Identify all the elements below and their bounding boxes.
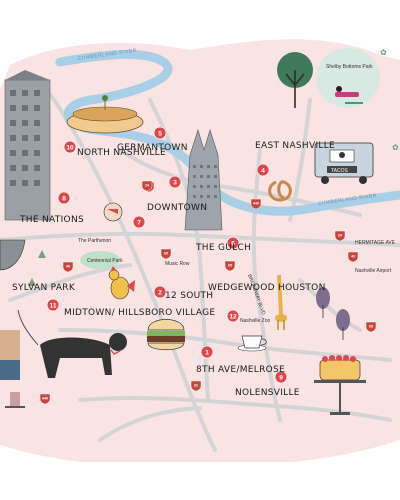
pretzel-illustration [268,180,292,202]
pin-number: 7 [137,219,141,226]
neighborhood-pin-12[interactable]: 12 [226,309,240,323]
shield-number: 40 [66,265,70,269]
neighborhood-pin-5[interactable]: 5 [153,126,167,140]
shield-number: 24 [145,184,149,188]
pin-number: 12 [229,313,237,320]
neighborhood-pin-7[interactable]: 7 [132,215,146,229]
label-the-gulch: THE GULCH [195,243,251,253]
pin-number: 10 [66,144,74,151]
pin-number: 6 [231,240,235,247]
parthenon-illustration [80,251,120,269]
flower-icon-2: ✿ [392,143,399,152]
tower-block-illustration [4,70,51,221]
label-12-south: 12 SOUTH [165,291,213,301]
trees-illustration [316,287,350,340]
bottom-margin [0,462,400,500]
neighborhood-pin-2[interactable]: 2 [153,285,167,299]
shield-number: 440 [253,202,259,206]
neighborhood-pin-4[interactable]: 4 [256,163,270,177]
label-nolensville: NOLENSVILLE [235,388,300,398]
pin-number: 3 [173,179,177,186]
interstate-shield: 440 [39,393,51,405]
shelby-park-label: Shelby Bottoms Park [326,64,373,70]
label-sylvan-park: SYLVAN PARK [12,283,76,293]
nashville-zoo-label: Nashville Zoo [240,318,271,324]
cake-illustration [314,355,366,415]
interstate-shield: 65 [365,321,377,333]
shelby-park-illustration [277,48,380,108]
label-east-nashville: EAST NASHVILLE [255,141,335,151]
pin-number: 5 [158,130,162,137]
plant-icons [28,250,46,286]
shield-number: 65 [228,264,232,268]
shield-number: 31 [194,384,198,388]
music-row-label: Music Row [165,261,190,267]
parthenon-label: The Parthenon [78,238,111,244]
interstate-shield: 24 [141,180,153,192]
interstate-shield: 440 [250,198,262,210]
tacos-label: TACOS [331,168,349,174]
pin-number: 4 [261,167,265,174]
shield-number: 65 [164,252,168,256]
interstate-shield: 24 [334,230,346,242]
neighborhood-pin-8[interactable]: 8 [57,191,71,205]
fish-sandwich-illustration [66,95,144,134]
neighborhood-pin-11[interactable]: 11 [46,298,60,312]
pin-number: 9 [279,374,283,381]
label-the-nations: THE NATIONS [19,215,84,225]
label-wedgewood: WEDGEWOOD HOUSTON [208,283,326,293]
shield-layer: 244404065654065314402424 [39,180,377,405]
label-downtown: DOWNTOWN [147,203,207,213]
neighborhood-pin-9[interactable]: 9 [274,370,288,384]
pin-number: 1 [205,349,209,356]
pin-number: 2 [158,289,162,296]
rooster-illustration [108,266,135,300]
pin-number: 8 [62,195,66,202]
burger-illustration [147,319,185,351]
coffee-cup-illustration [237,335,267,352]
flower-icon: ✿ [380,48,387,57]
airport-label: Nashville Airport [355,268,392,274]
interstate-shield: 65 [224,260,236,272]
bowl-illustration [0,239,26,271]
interstate-shield: 31 [190,380,202,392]
pin-number: 11 [50,302,57,309]
neighborhood-pin-10[interactable]: 10 [63,140,77,154]
neighborhood-pin-6[interactable]: 6 [226,236,240,250]
giraffe-illustration [275,275,287,330]
centennial-label: Centennial Park [87,258,123,264]
shield-number: 24 [338,234,342,238]
label-germantown: GERMANTOWN [117,143,188,153]
label-north-nashville: NORTH NASHVILLE [77,148,166,158]
interstate-shield: 40 [62,261,74,273]
label-8th-ave: 8TH AVE/MELROSE [196,365,285,375]
hermitage-label: HERMITAGE AVE [355,240,396,246]
dog-walker-illustration [0,309,127,380]
interstate-shield: 40 [347,251,359,263]
interstate-shield: 65 [160,248,172,260]
label-midtown: MIDTOWN/ HILLSBORO VILLAGE [64,308,215,318]
neighborhood-pin-1[interactable]: 1 [200,345,214,359]
shield-number: 65 [369,325,373,329]
cafe-table-illustration [5,392,25,408]
pastry-illustration [103,202,123,222]
shield-number: 40 [351,255,355,259]
neighborhood-pin-3[interactable]: 3 [168,175,182,189]
food-truck-illustration [314,142,374,184]
batman-building-illustration [184,128,223,231]
shield-number: 440 [42,397,48,401]
